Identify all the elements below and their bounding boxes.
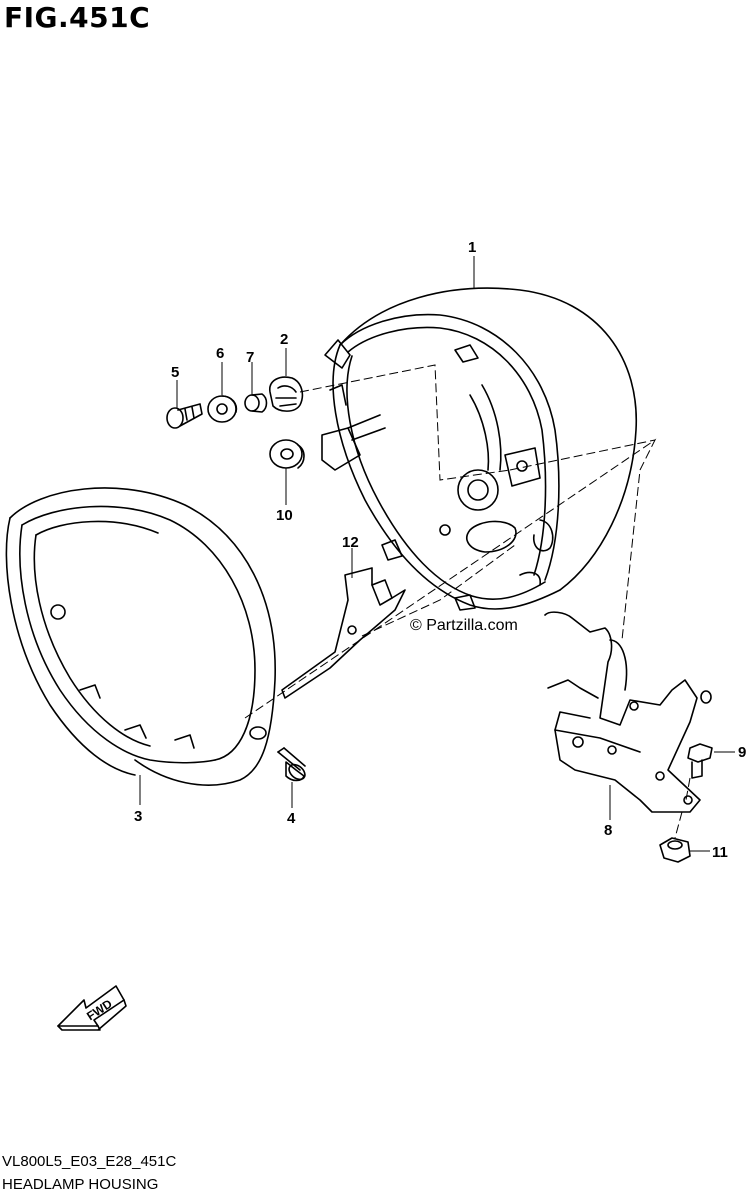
part-12-bracket[interactable] (281, 567, 406, 699)
part-4-screw[interactable] (277, 747, 308, 782)
part-6-washer[interactable] (207, 395, 238, 423)
callout-4: 4 (287, 810, 296, 827)
part-1-headlamp-housing[interactable] (321, 287, 638, 611)
figure-code: VL800L5_E03_E28_451C (2, 1153, 177, 1170)
callout-8: 8 (604, 822, 612, 839)
part-11-nut[interactable] (659, 837, 691, 863)
callout-9: 9 (738, 744, 746, 761)
watermark: © Partzilla.com (410, 617, 518, 634)
part-3-headlamp-rim[interactable] (5, 487, 276, 786)
callout-6: 6 (216, 345, 224, 362)
part-8-mounting-bracket[interactable] (544, 611, 712, 813)
fwd-arrow-icon: FWD (57, 985, 127, 1031)
figure-name: HEADLAMP HOUSING (2, 1176, 159, 1193)
callout-5: 5 (171, 364, 179, 381)
leader-lines (139, 256, 735, 852)
callout-2: 2 (280, 331, 288, 348)
part-9-bolt[interactable] (687, 743, 713, 779)
callout-10: 10 (276, 507, 293, 524)
part-10-grommet[interactable] (269, 439, 305, 469)
part-5-bolt[interactable] (166, 403, 203, 429)
callout-11: 11 (712, 844, 728, 861)
callout-labels: 1 2 3 4 5 6 7 8 9 10 11 12 (134, 239, 746, 861)
part-7-collar[interactable] (244, 393, 268, 413)
callout-3: 3 (134, 808, 142, 825)
assembly-lines (244, 364, 691, 839)
figure-title: FIG.451C (4, 1, 151, 34)
callout-1: 1 (468, 239, 476, 256)
callout-7: 7 (246, 349, 254, 366)
callout-12: 12 (342, 534, 359, 551)
part-2-grommet[interactable] (269, 376, 304, 412)
